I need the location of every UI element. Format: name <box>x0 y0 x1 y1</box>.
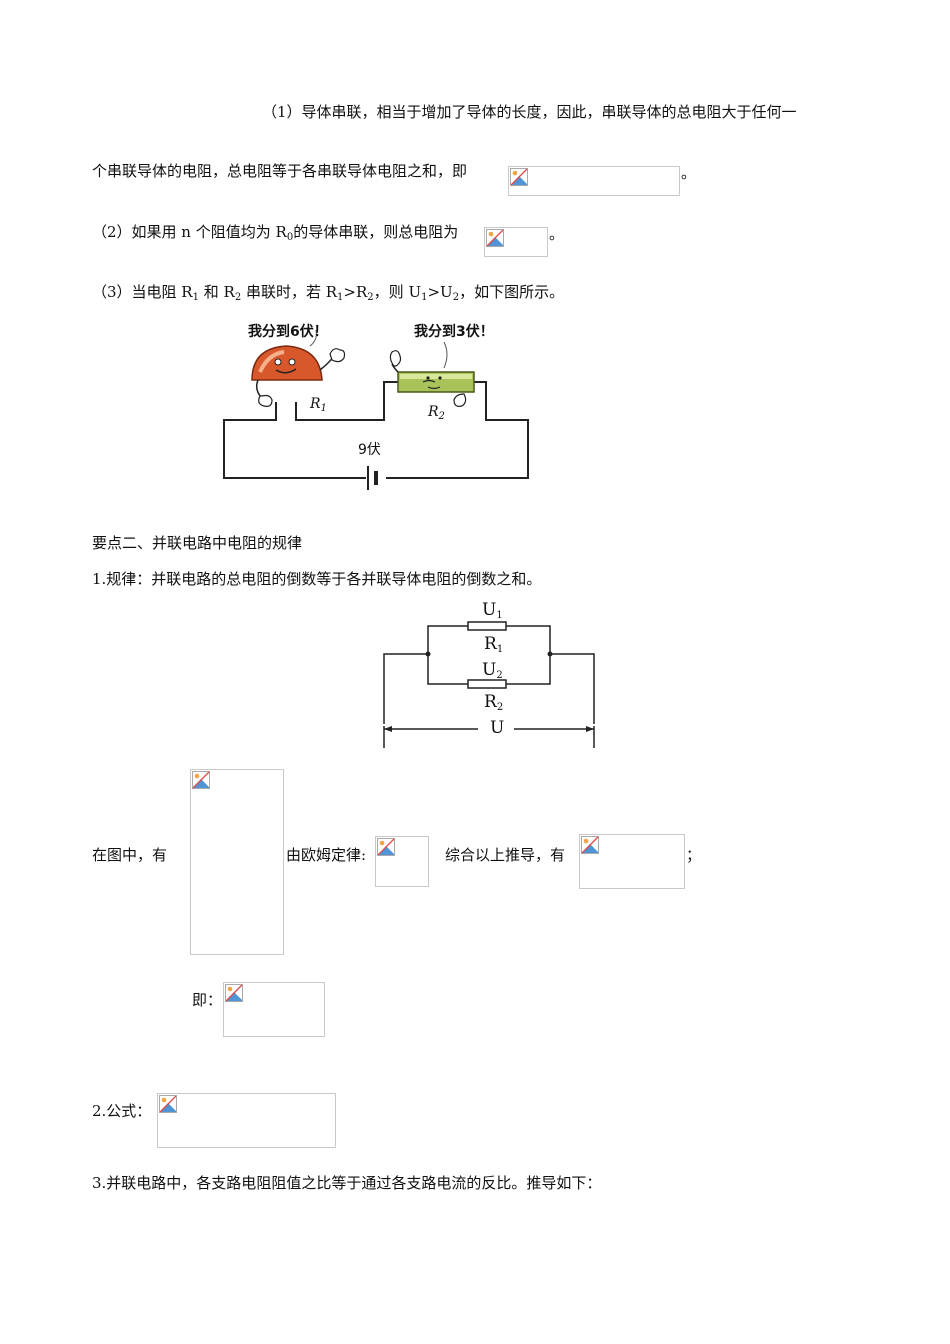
derivation-prefix: 在图中，有 <box>92 846 168 864</box>
p3-c-sub: 1 <box>337 292 344 303</box>
label-r2-main: R <box>428 404 439 420</box>
series-para-2-end: 。 <box>549 225 565 243</box>
p3-d: >R <box>343 283 368 301</box>
formula-label: 2.公式： <box>92 1102 152 1120</box>
label-r2: R2 <box>428 402 445 427</box>
ratio-text: 3.并联电路中，各支路电阻阻值之比等于通过各支路电流的反比。推导如下： <box>92 1174 602 1192</box>
wire-r1-out <box>295 402 320 421</box>
wire-left <box>223 402 366 479</box>
derivation-end: ； <box>686 846 702 864</box>
resistor-r1 <box>467 621 507 631</box>
parallel-circuit-svg <box>383 621 595 748</box>
p3-c: 串联时，若 R <box>241 283 338 301</box>
branch2-right <box>506 654 551 685</box>
series-para-1-end: 。 <box>681 164 697 182</box>
main-right <box>550 653 595 724</box>
series-cartoon-svg <box>223 329 529 490</box>
label-u1: U1 <box>482 600 503 626</box>
parallel-rule-text: 1.规律：并联电路的总电阻的倒数等于各并联导体电阻的倒数之和。 <box>92 570 542 588</box>
series-para-2: （2）如果用 n 个阻值均为 R0的导体串联，则总电阻为 <box>92 222 458 248</box>
branch2-left <box>427 654 468 685</box>
label-u2-sub: 2 <box>496 670 503 681</box>
broken-image-icon <box>377 838 395 856</box>
series-para-1-line1: （1）导体串联，相当于增加了导体的长度，因此，串联导体的总电阻大于任何一 <box>262 103 797 121</box>
label-u1-sub: 1 <box>496 610 503 621</box>
branch1-left <box>427 625 468 654</box>
p3-g: ，如下图所示。 <box>459 283 565 301</box>
parallel-circuit-figure: U1 R1 U2 R2 U <box>378 598 610 750</box>
label-u2-main: U <box>482 660 497 680</box>
section-heading-parallel: 要点二、并联电路中电阻的规律 <box>92 534 303 552</box>
formula-image-ohm <box>375 836 429 887</box>
formula-image-parallel <box>157 1093 336 1148</box>
p3-d-sub: 2 <box>367 292 374 303</box>
wire-right <box>386 381 529 479</box>
p3-e-sub: 1 <box>421 292 428 303</box>
derivation-combine-label: 综合以上推导，有 <box>445 846 566 864</box>
series-cartoon-figure: 我分到6伏！ 我分到3伏！ R1 R2 9伏 <box>218 316 538 500</box>
label-r2p-sub: 2 <box>496 702 504 713</box>
p3-e: ，则 U <box>373 283 422 301</box>
formula-image-ie <box>223 982 325 1037</box>
label-r1: R1 <box>310 394 327 419</box>
resistor-r2 <box>467 679 507 689</box>
broken-image-icon <box>510 168 528 186</box>
node-right <box>547 651 553 657</box>
formula-image-combined <box>579 834 685 889</box>
formula-image-n-r0 <box>484 227 548 257</box>
label-r1-parallel: R1 <box>484 634 503 660</box>
series-para-2-text-a: （2）如果用 n 个阻值均为 R <box>92 223 287 241</box>
p3-f-sub: 2 <box>452 292 460 303</box>
broken-image-icon <box>159 1095 177 1113</box>
series-para-3: （3）当电阻 R1 和 R2 串联时，若 R1>R2，则 U1>U2，如下图所示… <box>92 282 564 308</box>
node-left <box>425 651 431 657</box>
wire-mid <box>320 381 398 421</box>
broken-image-icon <box>581 836 599 854</box>
broken-image-icon <box>192 771 210 789</box>
p3-b: 和 R <box>198 283 235 301</box>
label-u1-main: U <box>482 600 497 620</box>
main-left <box>383 653 428 724</box>
label-u-total: U <box>490 718 505 738</box>
label-r1-main: R <box>310 396 321 412</box>
series-para-2-text-b: 的导体串联，则总电阻为 <box>293 223 459 241</box>
formula-image-currents <box>190 769 284 955</box>
series-para-2-sub: 0 <box>286 232 294 243</box>
label-r1p-sub: 1 <box>496 644 504 655</box>
p3-a: （3）当电阻 R <box>92 283 193 301</box>
series-para-1-text: 个串联导体的电阻，总电阻等于各串联导体电阻之和，即 <box>92 162 468 180</box>
bubble-right-text: 我分到3伏！ <box>414 324 494 340</box>
label-r1-sub: 1 <box>320 403 327 414</box>
label-r2-sub: 2 <box>438 411 445 422</box>
label-r2p-main: R <box>484 692 497 712</box>
r1-dome-body <box>251 345 323 381</box>
bubble-left-text: 我分到6伏！ <box>248 324 328 340</box>
label-r1p-main: R <box>484 634 497 654</box>
p3-f: >U <box>427 283 453 301</box>
ie-label: 即： <box>192 991 223 1009</box>
label-r2-parallel: R2 <box>484 692 503 718</box>
p3-a-sub: 1 <box>192 292 199 303</box>
battery-voltage-label: 9伏 <box>358 442 381 458</box>
broken-image-icon <box>486 229 504 247</box>
series-para-1-line2: 个串联导体的电阻，总电阻等于各串联导体电阻之和，即 <box>92 161 467 181</box>
derivation-ohm-label: 由欧姆定律: <box>286 846 367 864</box>
branch1-right <box>506 625 551 654</box>
broken-image-icon <box>225 984 243 1002</box>
formula-image-series-sum <box>508 166 680 196</box>
p3-b-sub: 2 <box>234 292 242 303</box>
label-u2: U2 <box>482 660 503 686</box>
